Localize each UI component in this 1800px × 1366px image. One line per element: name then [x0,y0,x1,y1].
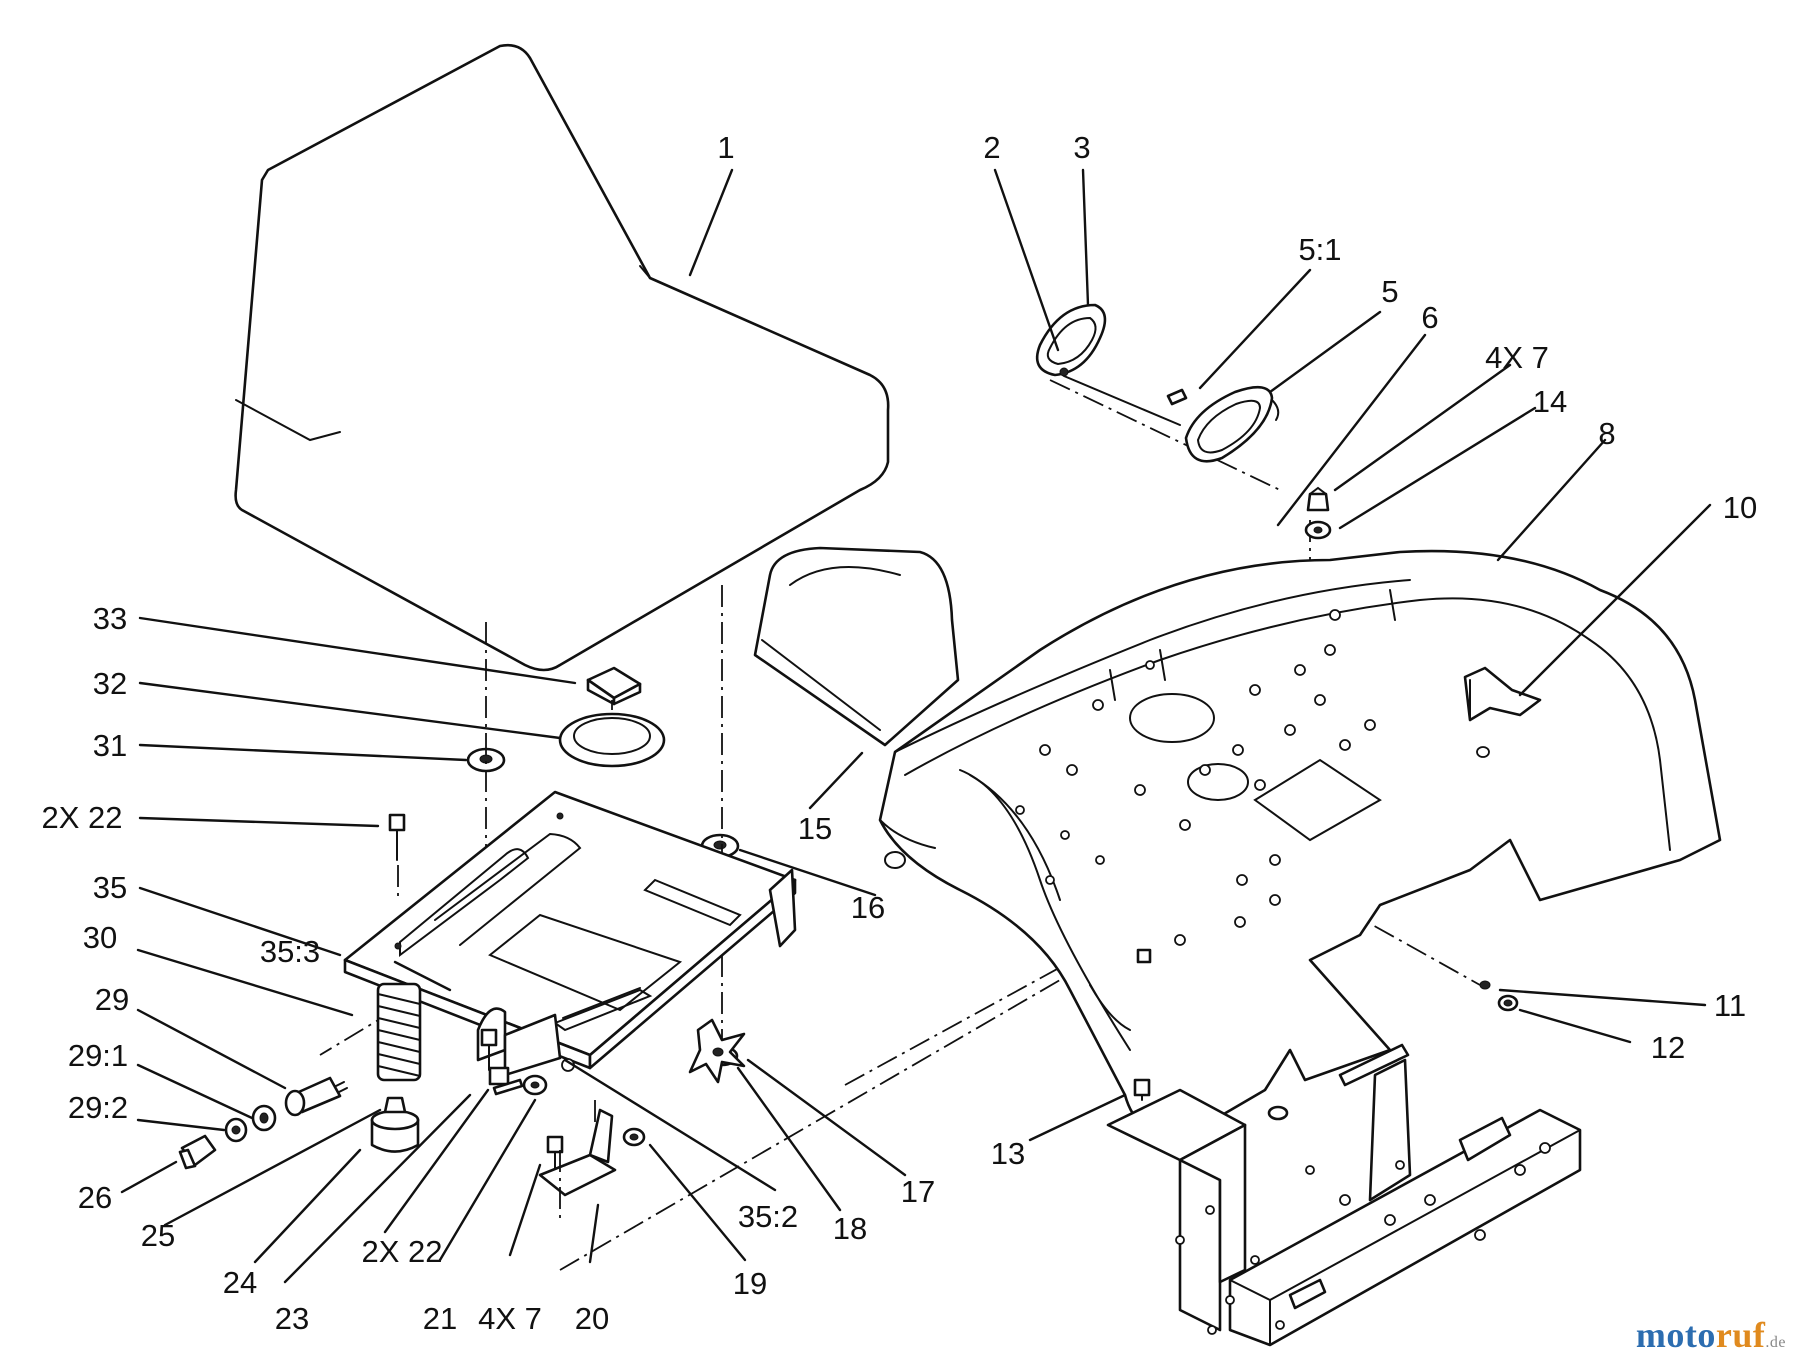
callout-2x22-left: 2X 22 [41,800,122,835]
callout-2: 2 [983,130,1000,165]
callout-23: 23 [275,1301,309,1336]
callout-14: 14 [1533,384,1567,419]
callout-2x22-bottom: 2X 22 [361,1234,442,1269]
callout-19: 19 [733,1266,767,1301]
fender-bolts [1133,486,1519,1101]
callout-13: 13 [991,1136,1025,1171]
leader-lines [120,168,1712,1284]
seat-adjust-knob [688,1018,746,1084]
callout-3: 3 [1073,130,1090,165]
callout-6: 6 [1421,300,1438,335]
callout-35-2: 35:2 [738,1199,798,1234]
callout-35-3: 35:3 [260,934,320,969]
callout-25: 25 [141,1218,175,1253]
callout-24: 24 [223,1265,257,1300]
callout-17: 17 [901,1174,935,1209]
callout-31: 31 [93,728,127,763]
callout-20: 20 [575,1301,609,1336]
reflector [1035,303,1181,426]
callout-16: 16 [851,890,885,925]
callout-1: 1 [717,130,734,165]
callout-4x7-lower: 4X 7 [478,1301,542,1336]
switch-bracket [538,1100,617,1220]
dash-cover [753,546,960,747]
callout-29: 29 [95,982,129,1017]
callout-35: 35 [93,870,127,905]
callout-8: 8 [1598,416,1615,451]
callout-4x7-upper: 4X 7 [1485,340,1549,375]
callout-29-1: 29:1 [68,1038,128,1073]
callout-15: 15 [798,811,832,846]
callout-12: 12 [1651,1030,1685,1065]
callout-33: 33 [93,601,127,636]
seat [234,43,890,672]
callout-30: 30 [83,920,117,955]
watermark-logo: motoruf.de [1635,1315,1786,1355]
fender-bracket [1463,666,1542,758]
seat-spring [370,982,422,1153]
callout-18: 18 [833,1211,867,1246]
callout-21: 21 [423,1301,457,1336]
callout-11: 11 [1714,988,1746,1023]
callout-5: 5 [1381,274,1398,309]
callout-5-1: 5:1 [1298,232,1341,267]
callout-labels: 1 2 3 5:1 5 6 4X 7 14 8 10 33 32 31 2X 2… [41,130,1757,1336]
bolts-washers [388,813,646,1176]
rear-fender [878,549,1722,1134]
frame-mount [1106,1043,1582,1347]
callout-10: 10 [1723,490,1757,525]
lamp-lens [1166,385,1280,463]
seat-switch-assembly [178,1076,348,1170]
callout-29-2: 29:2 [68,1090,128,1125]
callout-26: 26 [78,1180,112,1215]
callout-32: 32 [93,666,127,701]
